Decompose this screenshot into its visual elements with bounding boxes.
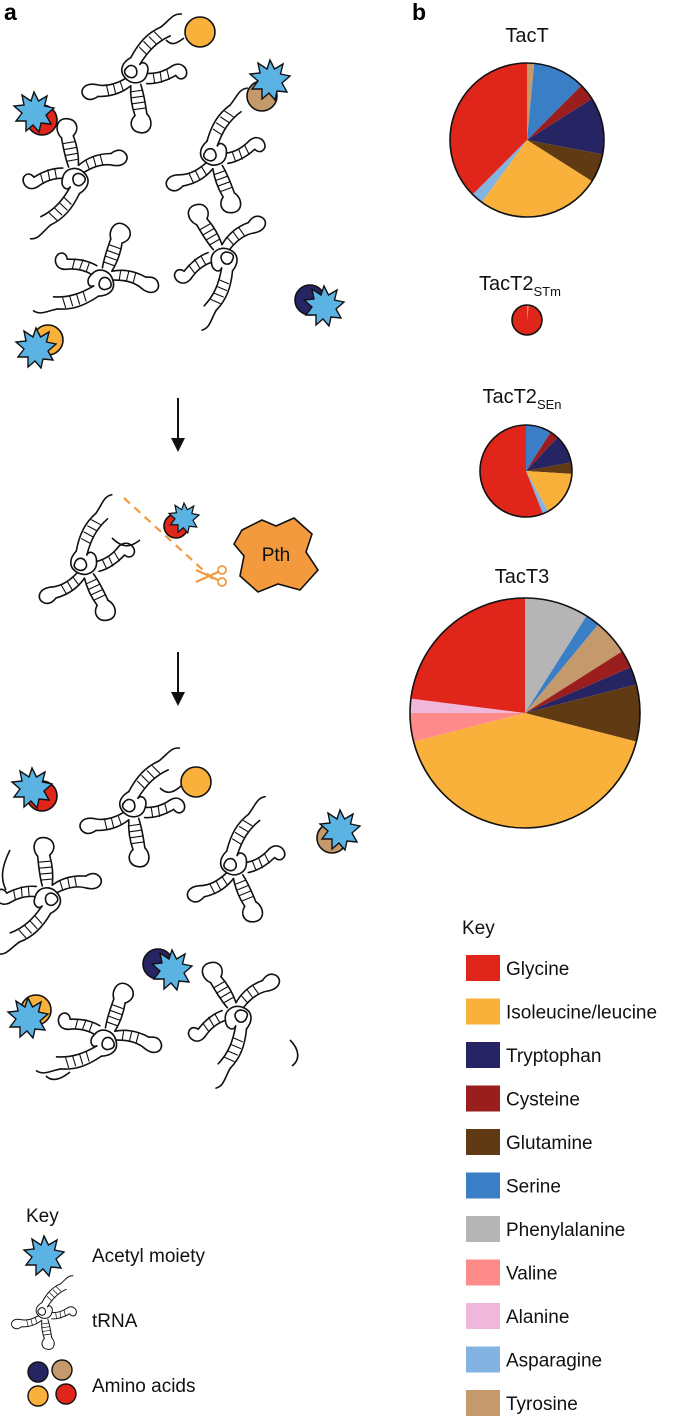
pie-slice-glutamine [525,684,641,742]
pie-slices [479,424,573,518]
panel-b-letter: b [412,0,426,25]
legend-swatch-glycine [466,955,500,981]
legend-label-tyrosine: Tyrosine [506,1394,578,1415]
legend-swatch-cysteine [466,1085,500,1112]
pie-slice-cysteine [525,651,631,713]
legend-label-serine: Serine [506,1177,561,1198]
amino-acid-leucine [180,766,212,798]
pie-slice-valine [410,713,525,742]
pie-outline [479,424,573,518]
pth-label: Pth [262,545,291,566]
pie-slice-glycine [479,425,543,517]
legend-swatch-alanine [466,1303,500,1329]
legend-label-cysteine: Cysteine [506,1090,580,1111]
key-label-trna: tRNA [92,1311,138,1332]
panel-b-key-title: Key [462,918,495,939]
pie-slice-glutamine [526,462,572,474]
pie-slices [449,62,605,218]
chart-title-text: TacT [505,25,548,47]
pie-chart-tact3: TacT3 [409,566,641,829]
pie-slice-phenylalanine [525,598,587,713]
pie-slice-glutamine [527,140,603,182]
pie-slice-tyrosine [525,624,623,713]
pie-outline [511,304,543,336]
pie-slice-serine [526,425,551,471]
legend-swatch-glutamine [466,1129,500,1155]
pie-slice-glycine [410,598,525,713]
pie-slice-isoleucine-leucine [481,140,593,217]
pie-slice-tryptophan [525,667,637,713]
pie-slice-serine [527,63,582,140]
legend-label-glutamine: Glutamine [506,1133,593,1154]
pie-slice-tryptophan [527,98,604,155]
trna-icon [5,1275,84,1355]
legend-swatch-tyrosine [466,1390,500,1416]
legend-label-phenylalanine: Phenylalanine [506,1220,625,1241]
pie-slices [511,304,543,336]
trna-bottom-1 [70,746,196,876]
chart-title-text: TacT2 [479,273,533,295]
pie-slice-tyrosine [527,63,535,140]
pie-chart-tact: TacT [449,25,605,218]
pth-enzyme: Pth [233,517,320,593]
chart-title-tact3: TacT3 [495,566,549,588]
pie-slice-glycine [511,305,542,335]
panel-b-legend: GlycineIsoleucine/leucineTryptophanCyste… [466,955,657,1416]
chart-title-subscript: STm [534,284,561,299]
legend-swatch-isoleucine-leucine [466,998,500,1025]
chart-title-text: TacT2 [482,386,536,408]
legend-swatch-valine [466,1259,500,1286]
key-label-amino-acids: Amino acids [92,1376,196,1397]
amino-acid-leucine [184,16,216,48]
pie-chart-tact2-stm: TacT2STm [479,273,561,336]
trna-middle [11,493,161,644]
legend-swatch-serine [466,1172,500,1199]
trna-top-1 [72,12,198,142]
pie-chart-tact2-sen: TacT2SEn [479,386,573,518]
legend-label-asparagine: Asparagine [506,1351,602,1372]
legend-swatch-tryptophan [466,1042,500,1068]
legend-label-alanine: Alanine [506,1307,569,1328]
amino-acid-circles-icon [27,1359,77,1407]
pie-slice-alanine [410,698,525,713]
trna-bottom-4 [35,964,179,1110]
legend-label-tryptophan: Tryptophan [506,1046,601,1067]
legend-swatch-phenylalanine [466,1216,500,1242]
chart-title-tact2-sen: TacT2SEn [482,386,561,412]
pie-outline [449,62,605,218]
legend-label-isoleucine-leucine: Isoleucine/leucine [506,1003,657,1024]
legend-label-glycine: Glycine [506,959,569,980]
pie-slice-asparagine [526,471,549,514]
pie-slice-tyrosine [527,305,529,320]
process-arrow-2 [171,652,185,706]
panel-a-letter: a [4,0,17,25]
panel-a-key-title: Key [26,1206,59,1227]
cleavage-line [123,497,215,581]
chart-title-subscript: SEn [537,397,562,412]
pie-slice-tryptophan [526,437,572,471]
pie-slice-glycine [449,62,527,195]
pie-slice-cysteine [527,85,593,140]
pie-slice-isoleucine-leucine [413,713,637,829]
scissors-icon [195,565,227,587]
trna-bottom-3 [0,831,108,956]
legend-swatch-asparagine [466,1346,500,1373]
process-arrow-1 [171,398,185,452]
pie-slice-cysteine [526,432,558,471]
chart-title-tact2-stm: TacT2STm [479,273,561,299]
trna-bottom-2 [162,795,308,943]
chart-title-text: TacT3 [495,566,549,588]
legend-label-valine: Valine [506,1264,557,1285]
acetyl-star-icon [23,1235,65,1277]
pie-slice-asparagine [472,140,527,203]
pie-outline [409,597,641,829]
key-label-acetyl: Acetyl moiety [92,1246,205,1267]
pie-slice-serine [525,615,599,713]
chart-title-tact: TacT [505,25,548,47]
pie-slices [409,597,641,829]
